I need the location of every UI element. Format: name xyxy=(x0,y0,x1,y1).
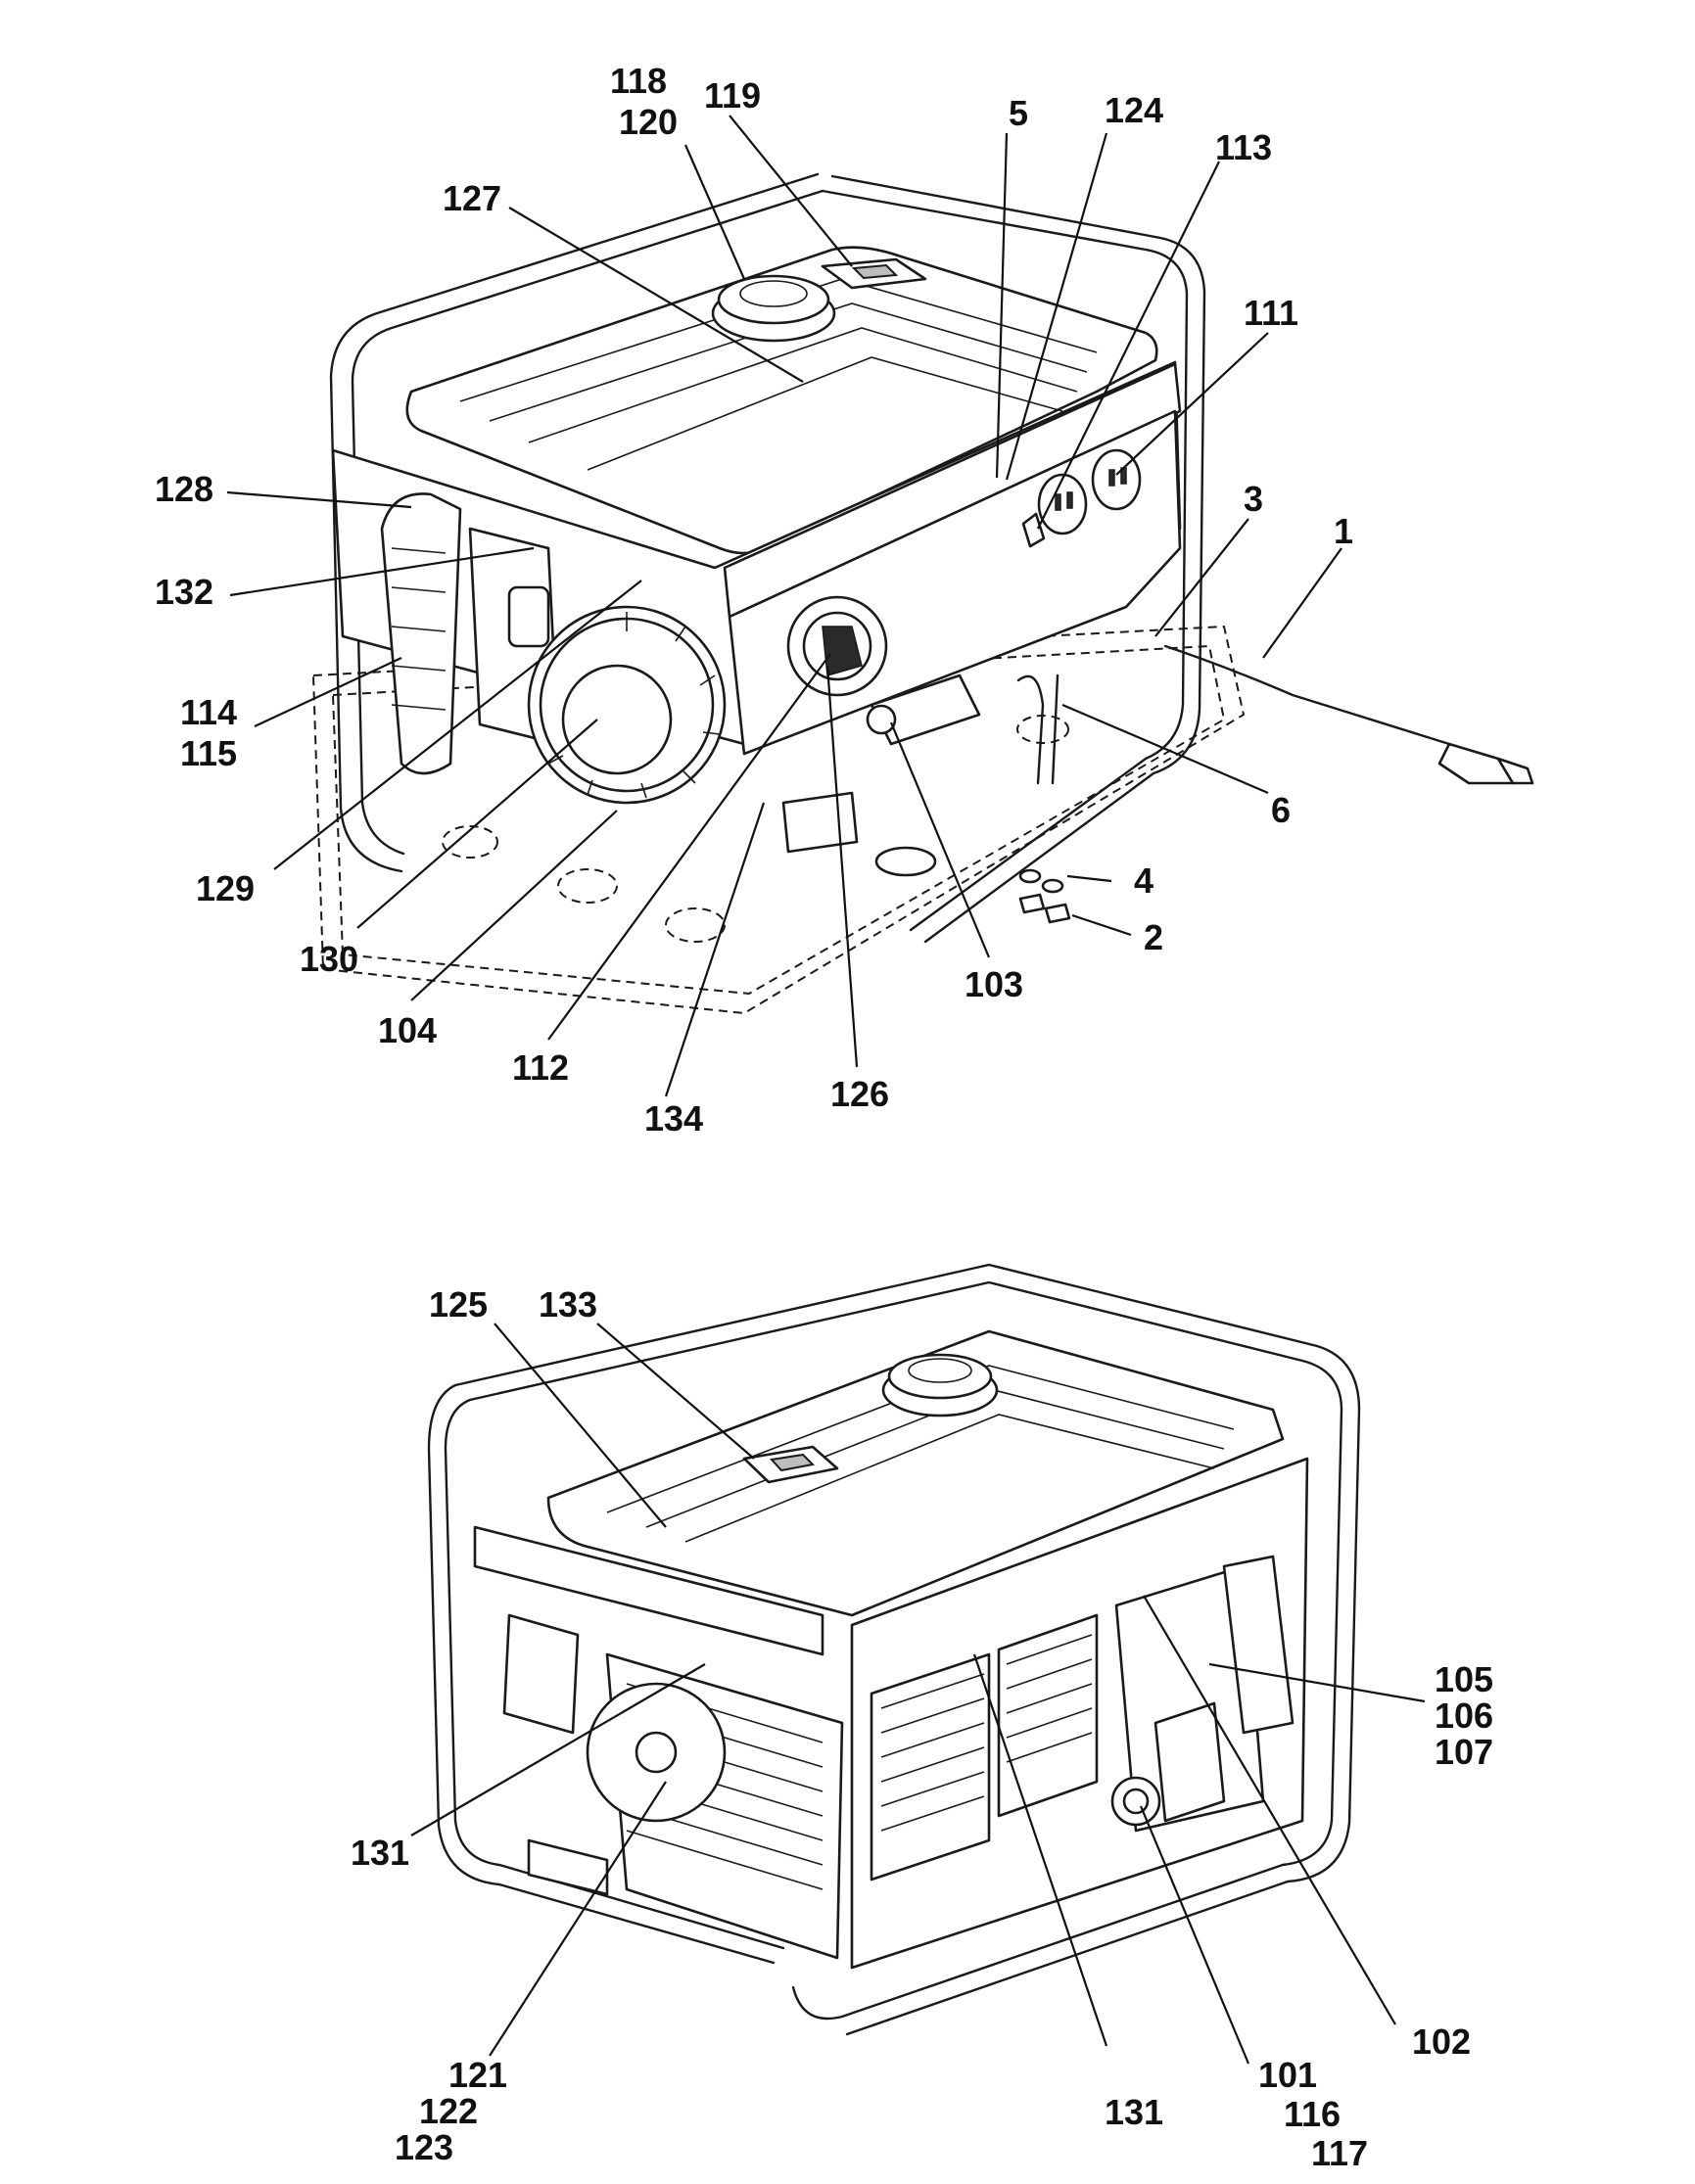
front-power-cord xyxy=(1163,644,1534,785)
rear-fuel-tank xyxy=(546,1329,1285,1617)
callout-2: 2 xyxy=(1144,917,1163,957)
callout-134: 134 xyxy=(644,1098,703,1138)
leader-133 xyxy=(596,1323,755,1460)
leader-2 xyxy=(1071,913,1132,937)
callout-128: 128 xyxy=(155,469,213,509)
callout-126: 126 xyxy=(830,1074,889,1114)
callout-130: 130 xyxy=(300,939,358,979)
leader-130 xyxy=(356,719,598,929)
leader-105 xyxy=(1208,1662,1426,1703)
front-frame xyxy=(329,172,1206,944)
callout-103: 103 xyxy=(965,964,1023,1004)
leader-112 xyxy=(547,653,831,1041)
leader-124 xyxy=(1005,132,1108,481)
leader-127 xyxy=(508,207,804,383)
callout-102: 102 xyxy=(1412,2021,1471,2062)
leader-3 xyxy=(1154,518,1249,637)
callout-4: 4 xyxy=(1134,860,1154,901)
leader-6 xyxy=(1061,703,1269,795)
leader-102 xyxy=(1143,1595,1396,2025)
leader-5 xyxy=(995,132,1009,479)
callout-104: 104 xyxy=(378,1010,437,1050)
leader-lines xyxy=(226,115,1426,2065)
rear-view-illustration xyxy=(427,1263,1361,2036)
leader-131b xyxy=(972,1653,1108,2047)
leader-103 xyxy=(889,721,991,958)
front-hardware xyxy=(1018,868,1071,924)
leader-128 xyxy=(226,490,412,509)
callout-112: 112 xyxy=(512,1047,569,1088)
callout-3: 3 xyxy=(1244,479,1263,519)
callout-6: 6 xyxy=(1271,790,1291,830)
callout-133: 133 xyxy=(539,1284,597,1324)
callout-124: 124 xyxy=(1105,90,1163,130)
callout-131-left: 131 xyxy=(351,1833,409,1873)
callout-1: 1 xyxy=(1334,511,1353,551)
front-body xyxy=(331,360,1182,877)
leader-111 xyxy=(1115,332,1269,476)
callout-119: 119 xyxy=(704,75,761,116)
leader-104 xyxy=(410,810,618,1001)
callout-129: 129 xyxy=(196,868,255,908)
front-fuel-tank xyxy=(405,246,1158,555)
rear-body xyxy=(473,1457,1309,1970)
callout-127: 127 xyxy=(443,178,501,218)
callout-5: 5 xyxy=(1009,93,1028,133)
leader-119 xyxy=(729,115,853,267)
callout-125: 125 xyxy=(429,1284,488,1324)
leader-131a xyxy=(410,1663,706,1836)
leader-126 xyxy=(825,665,859,1068)
leader-118 xyxy=(683,144,746,280)
leader-125 xyxy=(494,1323,667,1528)
rear-frame xyxy=(427,1263,1361,2036)
callout-131-right: 131 xyxy=(1105,2092,1163,2132)
leader-113 xyxy=(1037,161,1220,530)
callout-113: 113 xyxy=(1215,127,1272,167)
leader-4 xyxy=(1066,874,1112,883)
leader-121 xyxy=(489,1781,667,2057)
front-view-illustration xyxy=(311,172,1534,1015)
callout-111: 111 xyxy=(1244,293,1298,333)
leader-114 xyxy=(254,657,402,727)
leader-1 xyxy=(1262,547,1342,659)
leader-101 xyxy=(1139,1805,1250,2065)
leader-132 xyxy=(229,546,535,597)
leader-129 xyxy=(273,580,642,870)
callout-132: 132 xyxy=(155,572,213,612)
leader-134 xyxy=(664,802,766,1097)
